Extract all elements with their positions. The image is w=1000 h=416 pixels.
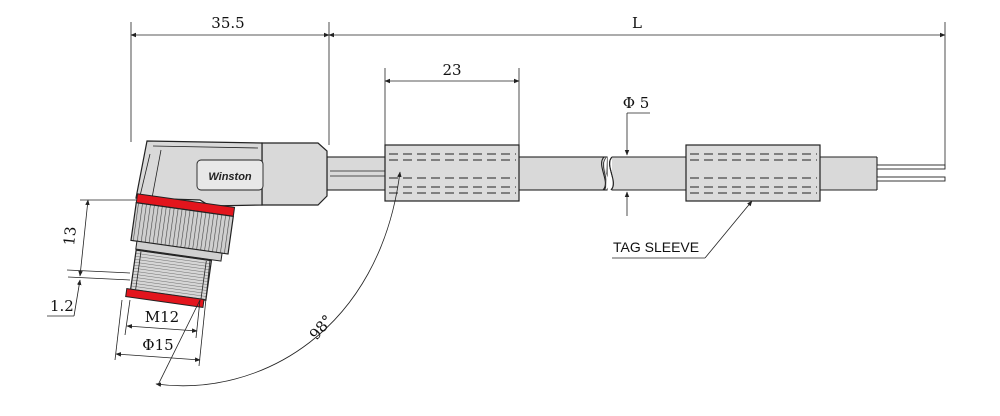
- dim-angle-label: 98°: [306, 311, 337, 343]
- dimension-23: 23: [384, 61, 520, 84]
- tag-sleeve-1: [384, 144, 520, 202]
- dimension-1-2: 1.2: [47, 269, 131, 317]
- brand-logo: Winston: [208, 171, 252, 183]
- dim-m12-label: M12: [145, 308, 179, 326]
- dim-23-label: 23: [442, 61, 461, 79]
- dim-35-5-label: 35.5: [211, 14, 244, 32]
- tag-sleeve-2: [685, 144, 821, 202]
- tag-sleeve-label: TAG SLEEVE: [613, 239, 699, 255]
- connector-housing: Winston: [135, 140, 328, 207]
- dimension-13: 13: [60, 199, 136, 281]
- dimension-phi5: Φ 5: [623, 94, 650, 216]
- dim-l-label: L: [632, 14, 642, 32]
- dim-phi15-label: Φ15: [142, 336, 173, 354]
- dim-13-label: 13: [60, 226, 80, 247]
- tag-sleeve-callout: TAG SLEEVE: [612, 200, 753, 259]
- dim-1-2-label: 1.2: [50, 297, 74, 315]
- dim-phi5-label: Φ 5: [623, 94, 650, 112]
- dimension-35-5: 35.5: [130, 14, 330, 38]
- dimension-l: L: [328, 14, 946, 38]
